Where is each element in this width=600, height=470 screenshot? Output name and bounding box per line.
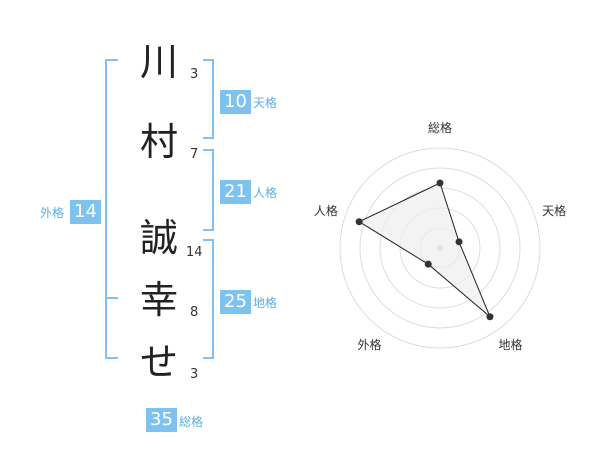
jin-kaku-value: 21 bbox=[220, 180, 251, 204]
radar-axis-label-3: 地格 bbox=[498, 337, 522, 352]
radar-point-2 bbox=[455, 238, 463, 246]
radar-point-3 bbox=[486, 313, 494, 321]
name-char-1: 川 bbox=[140, 40, 179, 84]
name-char-3: 誠 bbox=[140, 216, 179, 260]
ten-kaku-value: 10 bbox=[220, 90, 251, 114]
name-char-4: 幸 bbox=[140, 278, 179, 322]
ten-bracket bbox=[203, 59, 214, 139]
jin-bracket bbox=[203, 149, 214, 231]
gai-kaku-label: 外格 bbox=[40, 206, 65, 220]
radar-ring bbox=[359, 167, 521, 329]
chi-kaku-label: 地格 bbox=[253, 296, 278, 310]
radar-axis-label-5: 人格 bbox=[314, 203, 338, 218]
gai-bracket bbox=[105, 59, 118, 359]
radar-axis-label-4: 外格 bbox=[357, 337, 381, 352]
radar-ring bbox=[339, 147, 541, 349]
radar-point-1 bbox=[436, 179, 444, 187]
radar-point-5 bbox=[355, 218, 363, 226]
ten-kaku-label: 天格 bbox=[253, 96, 278, 110]
stroke-count-1: 3 bbox=[190, 67, 199, 82]
chi-kaku-value: 25 bbox=[220, 290, 251, 314]
name-char-5: せ bbox=[140, 340, 179, 384]
sou-kaku-value: 35 bbox=[146, 408, 177, 432]
sou-kaku-label: 総格 bbox=[179, 415, 204, 429]
chi-bracket bbox=[203, 239, 214, 359]
gai-kaku-value: 14 bbox=[70, 200, 101, 224]
radar-polygon bbox=[358, 182, 491, 318]
radar-axis-label-1: 総格 bbox=[428, 120, 452, 135]
radar-axis-label-2: 天格 bbox=[542, 203, 566, 218]
stroke-count-3: 14 bbox=[186, 245, 203, 260]
jin-kaku-label: 人格 bbox=[253, 186, 278, 200]
stroke-count-4: 8 bbox=[190, 305, 199, 320]
stroke-count-2: 7 bbox=[190, 147, 199, 162]
name-char-2: 村 bbox=[140, 120, 179, 164]
radar-point-4 bbox=[424, 260, 432, 268]
stroke-count-5: 3 bbox=[190, 367, 199, 382]
